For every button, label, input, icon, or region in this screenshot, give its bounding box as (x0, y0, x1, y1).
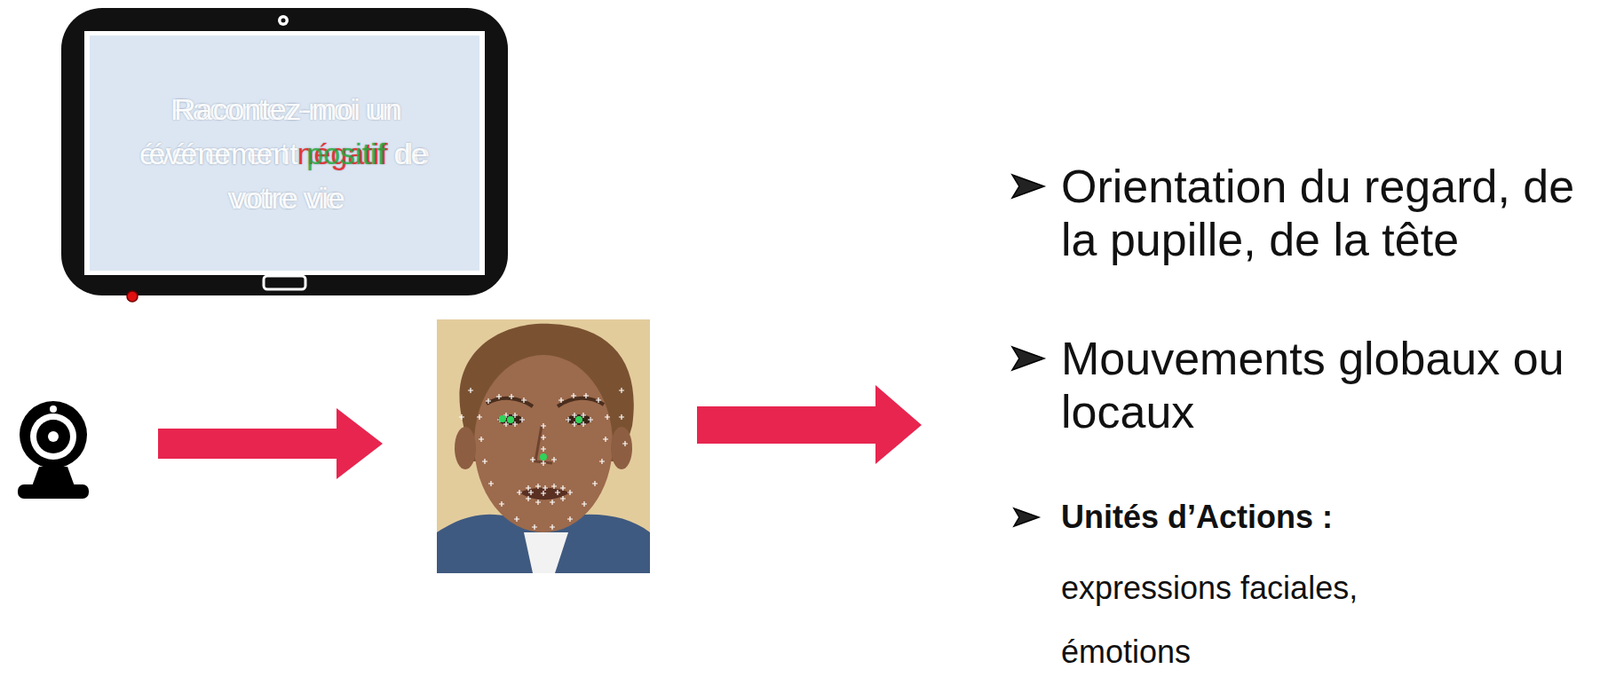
landmark-cross (580, 412, 587, 419)
landmark-cross (583, 393, 589, 399)
webcam-body (19, 401, 88, 469)
tablet-screen: Racontez-moi un événement négatif de vot… (89, 35, 480, 271)
landmark-cross (540, 423, 547, 429)
landmark-cross (599, 459, 605, 465)
landmark-cross (540, 435, 547, 441)
landmark-cross (549, 524, 555, 531)
landmark-cross (521, 397, 527, 404)
prompt-text: Racontez-moi un événement positif de vot… (137, 87, 440, 221)
recording-light (126, 291, 138, 302)
webcam-ring (30, 413, 77, 460)
landmark-cross (535, 499, 541, 506)
landmark-cross (540, 446, 547, 452)
landmark-cross (580, 421, 587, 428)
landmark-cross (540, 460, 547, 467)
landmark-cross (570, 393, 577, 399)
landmark-cross (540, 491, 547, 497)
landmark-cross (567, 490, 573, 496)
landmark-cross (592, 481, 598, 487)
landmark-cross (516, 490, 523, 496)
landmark-cross (467, 388, 474, 394)
bullet-subtext: émotions (1061, 633, 1590, 672)
face-photo (436, 319, 650, 574)
landmark-cross (560, 496, 566, 502)
landmark-cross (503, 421, 509, 428)
landmark-cross (496, 394, 502, 400)
landmark-cross (565, 417, 571, 423)
landmark-cross (525, 496, 531, 502)
face-landmarks (459, 388, 628, 531)
webcam-led (49, 405, 57, 413)
landmark-cross (525, 485, 531, 492)
landmark-cross (571, 412, 578, 419)
landmark-cross (512, 421, 518, 428)
landmark-cross (482, 459, 488, 465)
landmark-cross (478, 436, 484, 443)
tablet-home-button (263, 276, 306, 290)
landmark-cross (535, 483, 541, 490)
landmark-cross (488, 481, 494, 487)
landmark-cross (571, 421, 578, 428)
landmark-cross (508, 394, 515, 400)
landmark-cross (549, 499, 555, 506)
bullet-markers (1012, 174, 1045, 527)
landmark-cross (476, 414, 483, 420)
bullet-text: Mouvements globaux ou locaux (1061, 332, 1590, 439)
landmark-cross (531, 524, 538, 531)
tablet-camera-lens (281, 18, 286, 24)
tablet-camera (277, 15, 289, 26)
bullet-text: Orientation du regard, de la pupille, de… (1061, 159, 1590, 267)
webcam-base (17, 484, 89, 500)
webcam-lens (36, 419, 71, 454)
landmark-cross (514, 516, 520, 523)
tablet-frame (61, 7, 508, 296)
webcam-lens-glint (47, 431, 59, 443)
pupil-point (575, 416, 583, 424)
flow-arrow (158, 408, 383, 480)
landmark-cross (528, 490, 534, 496)
landmark-cross (512, 412, 518, 419)
tablet-bezel (84, 31, 485, 276)
landmark-cross (554, 490, 561, 496)
flow-arrow (697, 385, 922, 465)
landmark-cross (558, 397, 564, 404)
pupil-point (506, 416, 515, 424)
landmark-cross (622, 441, 628, 447)
landmark-cross (567, 516, 573, 523)
landmark-cross (595, 397, 602, 404)
landmark-cross (587, 417, 594, 423)
landmark-cross (602, 436, 609, 443)
landmark-cross (519, 417, 525, 423)
bullet-subtext: expressions faciales, (1061, 570, 1590, 608)
landmark-cross (459, 414, 465, 420)
landmark-cross (560, 485, 566, 492)
landmark-cross (618, 388, 625, 394)
pupil-point (499, 415, 507, 423)
landmark-cross (604, 414, 610, 420)
landmark-cross (499, 501, 505, 507)
landmark-cross (551, 483, 557, 490)
landmark-cross (618, 414, 625, 420)
landmark-cross (530, 457, 536, 463)
webcam-neck (31, 467, 75, 487)
bullet-heading: Unités d’Actions : (1061, 499, 1590, 537)
landmark-cross (551, 457, 557, 463)
landmark-cross (581, 501, 587, 507)
landmark-cross (542, 485, 548, 492)
landmark-cross (485, 398, 492, 404)
pupil-point (539, 453, 547, 461)
